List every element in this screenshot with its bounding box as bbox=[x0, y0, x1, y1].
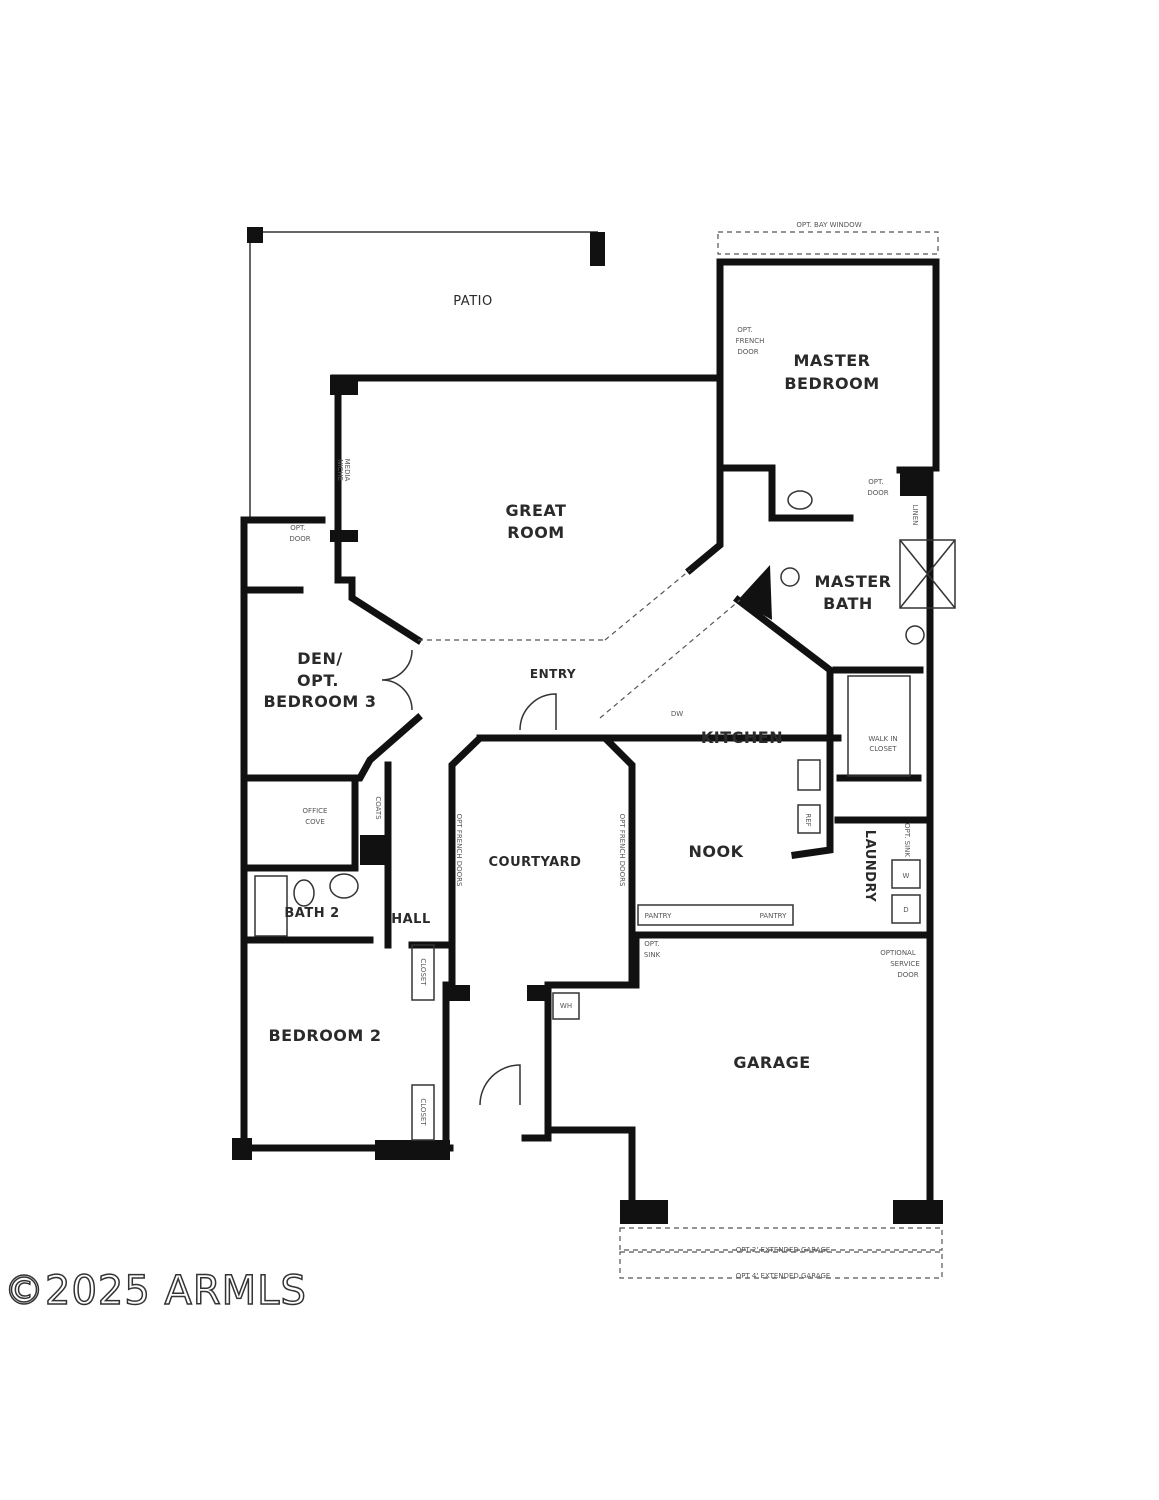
note: DW bbox=[671, 710, 683, 718]
note: OPT. bbox=[290, 524, 305, 532]
room-master-bedroom: MASTER bbox=[794, 351, 871, 370]
room-master-bath: MASTER bbox=[815, 572, 892, 591]
room-laundry: LAUNDRY bbox=[862, 830, 877, 902]
note: PANTRY bbox=[645, 912, 672, 920]
room-nook: NOOK bbox=[689, 842, 744, 861]
room-labels: PATIO MASTER BEDROOM GREAT ROOM MASTER B… bbox=[263, 294, 891, 1072]
room-garage: GARAGE bbox=[733, 1053, 810, 1072]
room-hall: HALL bbox=[391, 912, 431, 927]
note: CLOSET bbox=[419, 958, 427, 986]
note: CLOSET bbox=[419, 1098, 427, 1126]
note: WH bbox=[560, 1002, 572, 1010]
note: OPT 4' EXTENDED GARAGE bbox=[736, 1272, 831, 1280]
plan-notes: OPT. BAY WINDOW OPT. FRENCH DOOR MEDIA N… bbox=[289, 221, 919, 1280]
patio-outline bbox=[247, 227, 605, 518]
room-den: BEDROOM 3 bbox=[263, 692, 376, 711]
note: COATS bbox=[374, 796, 382, 820]
room-bedroom-2: BEDROOM 2 bbox=[268, 1026, 381, 1045]
note: DOOR bbox=[289, 535, 310, 543]
note: OPT. bbox=[737, 326, 752, 334]
note: OPT. SINK bbox=[903, 823, 911, 857]
note: OPT FRENCH DOORS bbox=[455, 814, 463, 887]
note: OPT. bbox=[644, 940, 659, 948]
walls bbox=[232, 258, 943, 1224]
note: SINK bbox=[644, 951, 661, 959]
note: OPTIONAL bbox=[880, 949, 916, 957]
note: OPT. BAY WINDOW bbox=[796, 221, 861, 229]
room-den: OPT. bbox=[297, 671, 339, 690]
note: FRENCH bbox=[736, 337, 765, 345]
room-great-room: GREAT bbox=[506, 501, 567, 520]
room-master-bedroom: BEDROOM bbox=[784, 374, 879, 393]
room-master-bath: BATH bbox=[823, 594, 873, 613]
note: COVE bbox=[305, 818, 325, 826]
note: OFFICE bbox=[303, 807, 328, 815]
note: OPT FRENCH DOORS bbox=[618, 814, 626, 887]
room-den: DEN/ bbox=[297, 649, 342, 668]
note: MEDIA bbox=[343, 459, 351, 482]
note: DOOR bbox=[867, 489, 888, 497]
note: PANTRY bbox=[760, 912, 787, 920]
room-courtyard: COURTYARD bbox=[489, 855, 582, 870]
note: DOOR bbox=[737, 348, 758, 356]
room-bath-2: BATH 2 bbox=[284, 906, 339, 921]
note: D bbox=[903, 906, 908, 914]
note: DOOR bbox=[897, 971, 918, 979]
note: OPT. bbox=[868, 478, 883, 486]
room-entry: ENTRY bbox=[530, 667, 576, 681]
note: NICHE bbox=[336, 459, 344, 481]
optional-features bbox=[254, 231, 956, 1279]
room-great-room: ROOM bbox=[507, 523, 564, 542]
room-kitchen: KITCHEN bbox=[701, 728, 783, 747]
note: W bbox=[903, 872, 910, 880]
note: REF bbox=[804, 813, 812, 826]
note: LINEN bbox=[911, 505, 919, 526]
note: OPT 2' EXTENDED GARAGE bbox=[736, 1246, 831, 1254]
note: SERVICE bbox=[890, 960, 920, 968]
room-patio: PATIO bbox=[453, 294, 492, 309]
note: WALK IN bbox=[868, 735, 897, 743]
watermark: ©2025 ARMLS bbox=[3, 1267, 307, 1315]
note: CLOSET bbox=[869, 745, 897, 753]
